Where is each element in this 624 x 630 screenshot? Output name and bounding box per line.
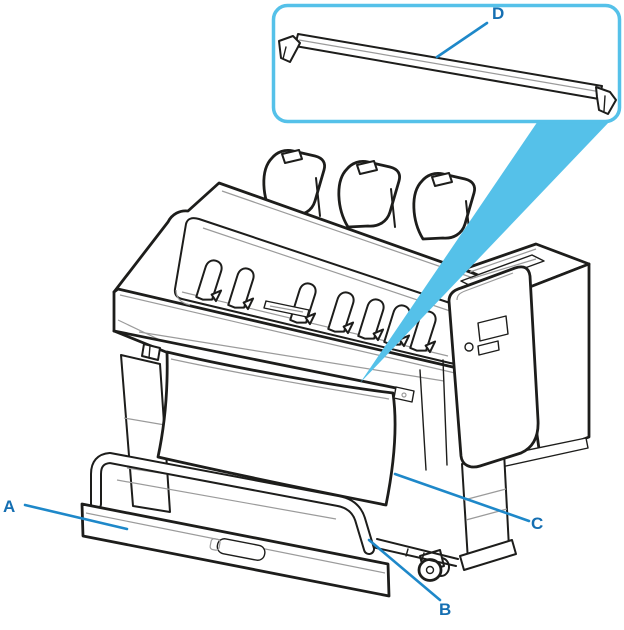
display-screen bbox=[477, 315, 509, 342]
bar-end-cap-right bbox=[595, 86, 617, 115]
basket-arm bbox=[371, 538, 459, 567]
basket-rod bbox=[90, 452, 375, 555]
control-panel bbox=[447, 254, 545, 469]
callout-box bbox=[271, 3, 622, 124]
leader-line-d bbox=[435, 21, 489, 59]
panel-button bbox=[477, 340, 500, 356]
nameplate bbox=[263, 300, 310, 318]
paper-guide-flag bbox=[337, 159, 402, 229]
release-lever bbox=[141, 343, 161, 361]
part-label-c: C bbox=[531, 514, 543, 533]
leader-line-c bbox=[393, 472, 531, 523]
left-side bbox=[112, 290, 171, 513]
stand-foot bbox=[459, 539, 517, 571]
leader-lines bbox=[23, 21, 531, 602]
basket-front-flap bbox=[80, 502, 391, 598]
flap-handle bbox=[209, 538, 266, 561]
leader-line-a bbox=[23, 503, 129, 531]
part-label-d: D bbox=[492, 4, 504, 23]
part-labels: A B C D bbox=[3, 4, 543, 619]
power-button bbox=[464, 342, 474, 352]
output-guide-bar bbox=[278, 33, 617, 115]
leader-line-b bbox=[367, 538, 442, 602]
part-label-a: A bbox=[3, 497, 15, 516]
part-label-b: B bbox=[439, 600, 451, 619]
paper-exit bbox=[112, 329, 445, 390]
callout-wedge bbox=[360, 121, 610, 383]
printed-sheet bbox=[156, 350, 415, 507]
front-right-panel bbox=[419, 359, 448, 471]
edge-clip bbox=[393, 386, 415, 403]
